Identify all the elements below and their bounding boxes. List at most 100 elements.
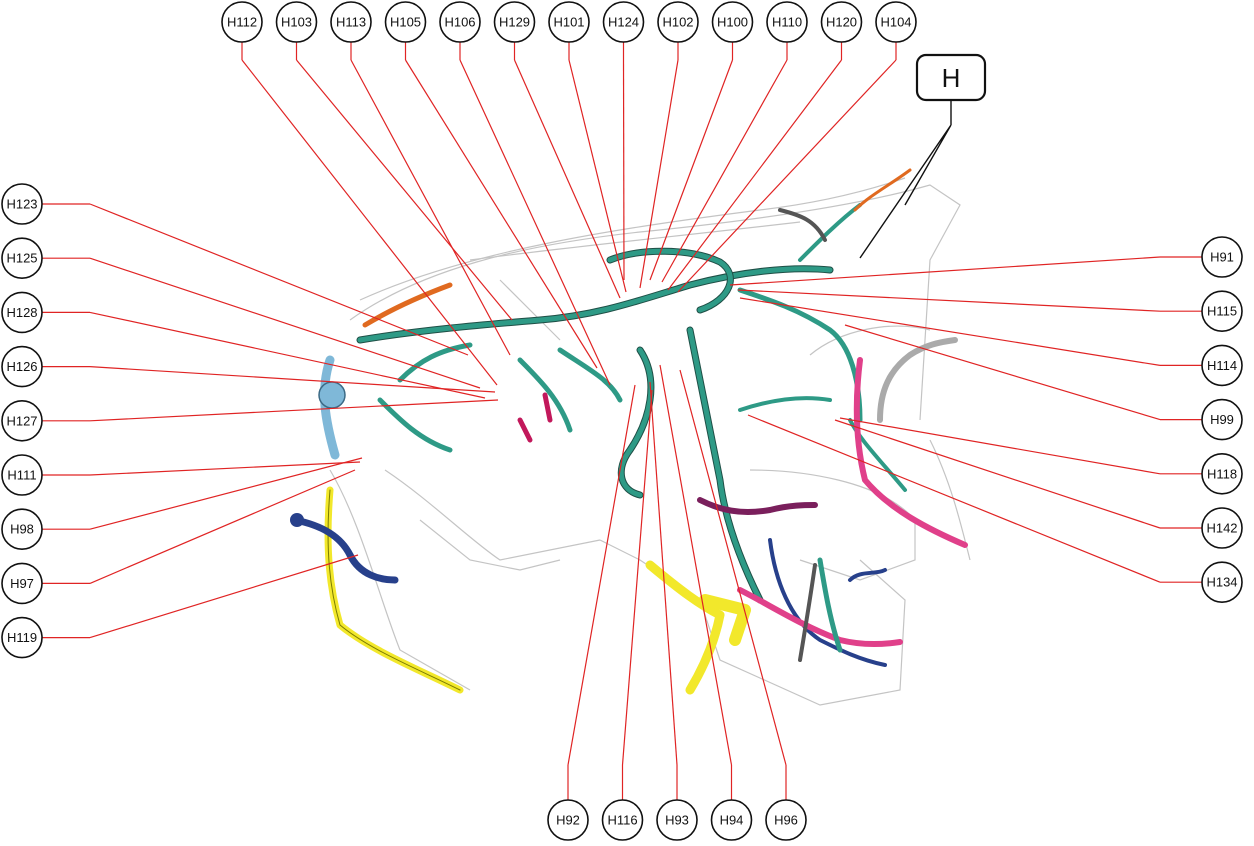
callout-circle xyxy=(1201,507,1243,549)
callout-text: H118 xyxy=(1207,466,1237,481)
callout-text: H124 xyxy=(608,15,639,30)
callout-text: H97 xyxy=(10,576,34,591)
callout-h98: H98 xyxy=(1,508,43,551)
callout-circle xyxy=(493,1,536,43)
callout-text: H119 xyxy=(7,630,37,645)
callout-text: H125 xyxy=(6,251,37,266)
callout-h129: H129 xyxy=(493,1,536,43)
leader-line-h93 xyxy=(649,381,678,766)
leader-line-h97 xyxy=(89,469,356,584)
callout-circle xyxy=(1,183,43,225)
leader-line-h116 xyxy=(621,389,653,766)
group-box-label: H xyxy=(942,63,961,93)
leader-line-h96 xyxy=(679,369,787,766)
leader-line-h103 xyxy=(296,59,513,321)
leader-line-h106 xyxy=(459,59,611,386)
leader-line-h101 xyxy=(568,59,627,293)
leader-line-h98 xyxy=(89,457,363,530)
leader-lines xyxy=(42,42,1202,800)
callout-h115: H115 xyxy=(1201,290,1243,333)
callout-text: H104 xyxy=(880,15,911,30)
callout-circle xyxy=(1,291,43,334)
leader-line-h112 xyxy=(241,59,498,386)
callout-h125: H125 xyxy=(1,237,43,280)
leader-line-h111 xyxy=(89,461,361,476)
callout-text: H111 xyxy=(7,468,36,483)
callout-circle xyxy=(1201,344,1243,387)
leader-line-h105 xyxy=(404,59,598,369)
callout-h110: H110 xyxy=(766,1,808,43)
callout-text: H115 xyxy=(1207,304,1237,319)
callout-circle xyxy=(1201,236,1243,278)
callout-h120: H120 xyxy=(820,1,863,43)
leader-line-h91 xyxy=(729,256,1161,286)
leader-line-h110 xyxy=(661,59,788,283)
callout-circle xyxy=(330,1,372,43)
leader-line-h128 xyxy=(89,311,486,399)
callout-h102: H102 xyxy=(657,1,699,43)
callout-circle xyxy=(1201,398,1243,441)
callout-text: H106 xyxy=(444,15,475,30)
callout-h118: H118 xyxy=(1201,452,1243,495)
callout-text: H116 xyxy=(607,813,637,828)
callout-text: H142 xyxy=(1206,521,1237,536)
callout-circle xyxy=(221,1,263,43)
callout-text: H120 xyxy=(826,15,857,30)
callout-h111: H111 xyxy=(1,454,43,496)
callout-text: H113 xyxy=(336,15,366,30)
callout-text: H94 xyxy=(720,813,744,828)
callout-text: H114 xyxy=(1207,358,1237,373)
callout-h123: H123 xyxy=(1,183,43,225)
callout-text: H110 xyxy=(772,15,802,30)
callout-h101: H101 xyxy=(548,1,590,43)
callout-circle xyxy=(711,1,754,43)
callout-circle xyxy=(601,799,644,841)
callout-h113: H113 xyxy=(330,1,372,43)
callout-h134: H134 xyxy=(1201,561,1243,604)
callout-h105: H105 xyxy=(384,1,427,43)
callout-h91: H91 xyxy=(1201,236,1243,278)
callout-h124: H124 xyxy=(602,1,645,43)
leader-line-h119 xyxy=(89,554,359,639)
leader-line-h92 xyxy=(567,384,636,766)
callout-text: H98 xyxy=(10,522,34,537)
callout-circle xyxy=(1,616,43,659)
leader-line-h114 xyxy=(739,297,1161,366)
callout-circle xyxy=(1,399,43,442)
callout-h142: H142 xyxy=(1201,507,1243,549)
callout-h92: H92 xyxy=(547,799,589,841)
leader-line-h124 xyxy=(622,59,625,281)
callout-circle xyxy=(547,799,589,841)
leader-line-h104 xyxy=(677,59,897,293)
callout-text: H92 xyxy=(556,813,580,828)
callout-text: H102 xyxy=(662,15,693,30)
callout-h114: H114 xyxy=(1201,344,1243,387)
callout-text: H101 xyxy=(553,15,584,30)
callout-circle xyxy=(1,237,43,280)
callout-text: H129 xyxy=(499,15,530,30)
leader-line-h102 xyxy=(639,59,679,289)
leader-line-h134 xyxy=(747,414,1161,583)
leader-line-h94 xyxy=(659,364,733,766)
callout-circle xyxy=(1,562,43,605)
leader-line-h127 xyxy=(89,399,499,422)
callout-circle xyxy=(439,1,481,43)
callout-text: H100 xyxy=(717,15,748,30)
callout-text: H127 xyxy=(6,413,37,428)
callout-text: H112 xyxy=(227,15,257,30)
callout-h127: H127 xyxy=(1,399,43,442)
callout-circle xyxy=(820,1,863,43)
callout-h128: H128 xyxy=(1,291,43,334)
leader-line-h118 xyxy=(839,417,1161,475)
callout-text: H99 xyxy=(1210,412,1234,427)
leader-line-h120 xyxy=(667,59,842,291)
callout-text: H126 xyxy=(6,359,37,374)
leader-line-h125 xyxy=(89,257,481,389)
callout-circle xyxy=(710,799,753,841)
callout-h116: H116 xyxy=(601,799,644,841)
callout-h126: H126 xyxy=(1,345,43,388)
callout-h119: H119 xyxy=(1,616,43,659)
callout-circle xyxy=(1201,452,1243,495)
callout-h112: H112 xyxy=(221,1,263,43)
